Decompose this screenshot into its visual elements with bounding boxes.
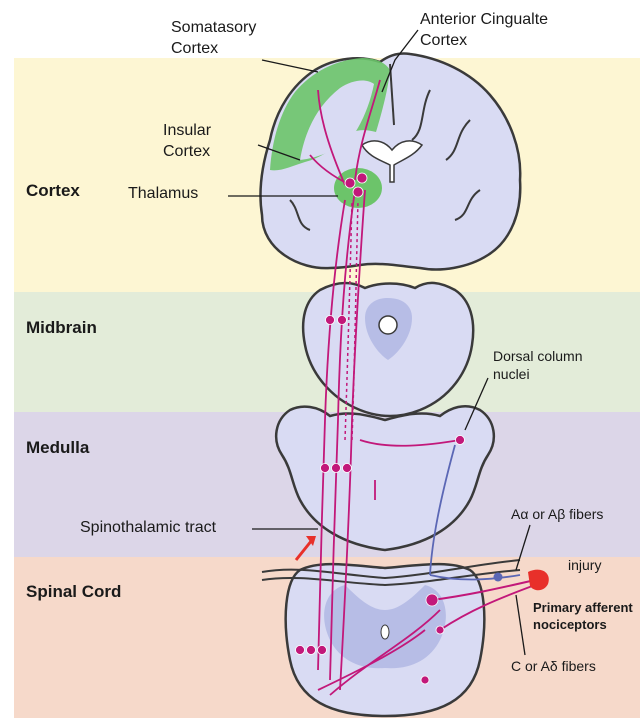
leader-somatosensory (262, 60, 318, 72)
label-spinothalamic: Spinothalamic tract (80, 518, 216, 539)
label-insular-line1: Insular (163, 121, 211, 142)
label-primary-afferent-line2: nociceptors (533, 617, 633, 634)
label-insular-line2: Cortex (163, 142, 211, 163)
central-canal (381, 625, 389, 639)
spinal-neuron-1 (296, 646, 305, 655)
dorsal-column-nucleus (456, 436, 465, 445)
label-dorsal-column-line1: Dorsal column (493, 347, 582, 365)
label-anterior-cingulate: Anterior Cingualte Cortex (420, 10, 548, 52)
label-anterior-cingulate-line1: Anterior Cingualte (420, 10, 548, 31)
cerebral-aqueduct (379, 316, 397, 334)
label-insular: Insular Cortex (163, 121, 211, 163)
spinal-neuron-2 (307, 646, 316, 655)
injury-mark (528, 570, 549, 591)
label-primary-afferent-line1: Primary afferent (533, 600, 633, 617)
region-label-cortex: Cortex (26, 181, 80, 201)
label-anterior-cingulate-line2: Cortex (420, 31, 548, 52)
label-injury: injury (568, 556, 601, 574)
dorsal-horn-neuron-1 (426, 594, 438, 606)
midbrain-neuron-2 (338, 316, 347, 325)
label-somatosensory-line1: Somatasory (171, 18, 256, 39)
region-label-spinal-cord: Spinal Cord (26, 582, 121, 602)
label-dorsal-column-line2: nuclei (493, 365, 582, 383)
medulla-neuron-3 (343, 464, 352, 473)
dorsal-root-ganglion-neuron (494, 573, 503, 582)
label-c-a-delta: C or Aδ fibers (511, 657, 596, 675)
spinal-neuron-3 (318, 646, 327, 655)
label-dorsal-column: Dorsal column nuclei (493, 347, 582, 383)
ascending-arrow (296, 540, 312, 560)
thalamus-neuron-2 (357, 173, 367, 183)
dorsal-horn-neuron-2 (436, 626, 444, 634)
region-label-medulla: Medulla (26, 438, 89, 458)
label-primary-afferent: Primary afferent nociceptors (533, 600, 633, 634)
label-thalamus: Thalamus (128, 184, 198, 205)
medulla-neuron-2 (332, 464, 341, 473)
midbrain-neuron-1 (326, 316, 335, 325)
leader-c-fibers (516, 595, 525, 655)
thalamus-neuron-1 (345, 178, 355, 188)
leader-a-fibers (516, 525, 530, 570)
medulla-neuron-1 (321, 464, 330, 473)
label-somatosensory: Somatasory Cortex (171, 18, 256, 60)
thalamus-neuron-3 (353, 187, 363, 197)
dorsal-horn-neuron-3 (421, 676, 429, 684)
label-somatosensory-line2: Cortex (171, 39, 256, 60)
region-label-midbrain: Midbrain (26, 318, 97, 338)
label-a-alpha-beta: Aα or Aβ fibers (511, 505, 603, 523)
